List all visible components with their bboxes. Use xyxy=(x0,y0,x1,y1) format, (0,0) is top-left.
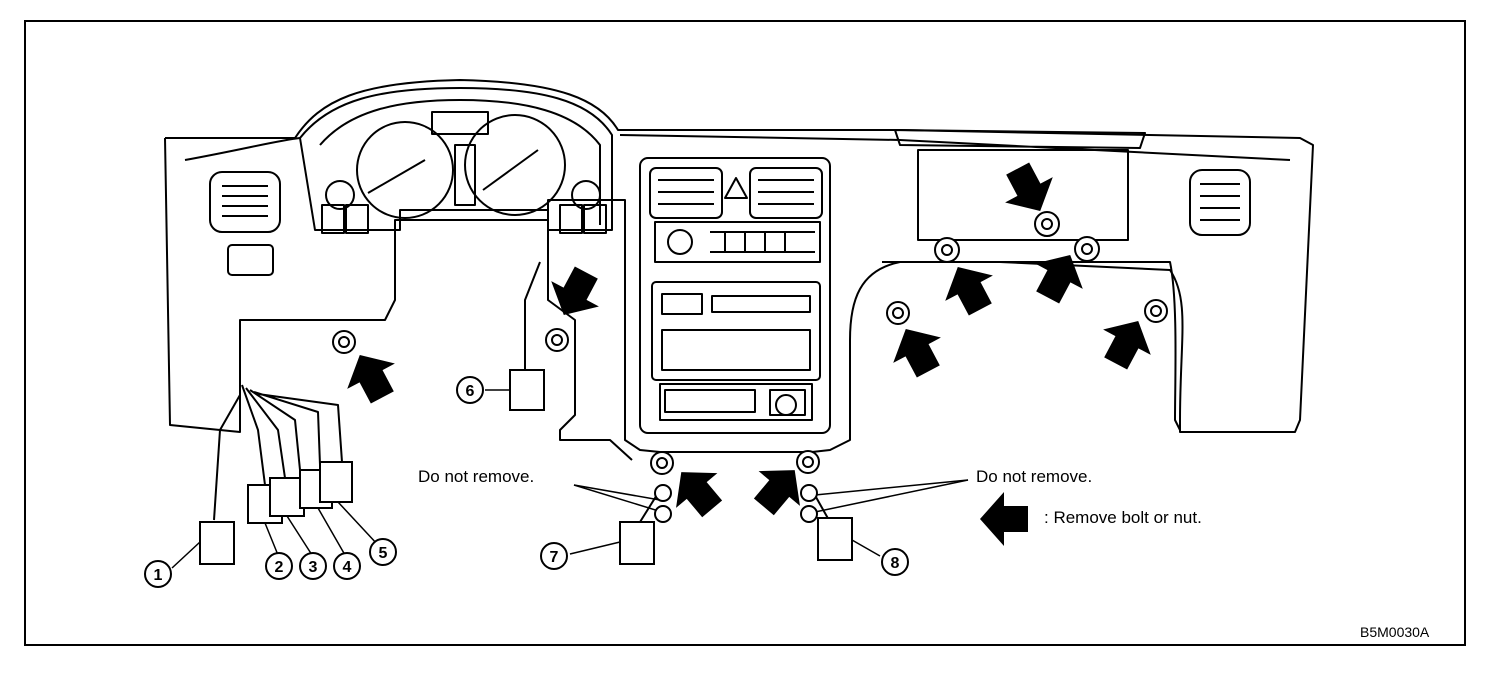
callout-6-number: 6 xyxy=(466,383,475,400)
callout-2-number: 2 xyxy=(275,559,284,576)
bolt-nut-icon xyxy=(886,301,910,325)
legend-arrow-icon xyxy=(980,492,1028,546)
callout-1-number: 1 xyxy=(154,567,163,584)
callout-4-number: 4 xyxy=(343,559,352,576)
figure-code: B5M0030A xyxy=(1360,624,1430,640)
connector-5 xyxy=(319,461,353,503)
callout-8-number: 8 xyxy=(891,555,900,572)
diagram-frame xyxy=(24,20,1466,646)
callout-5-number: 5 xyxy=(379,545,388,562)
left-air-vent xyxy=(209,171,281,233)
bolt-nut-icon xyxy=(1034,211,1060,237)
callout-7-number: 7 xyxy=(550,549,559,566)
glovebox-upper xyxy=(917,149,1129,241)
wire-harness xyxy=(213,384,343,521)
speedometer-gauge xyxy=(356,121,454,219)
connector-8 xyxy=(817,517,853,561)
bolt-nut-icon xyxy=(650,451,674,475)
callout-7 xyxy=(540,542,568,570)
connector-3 xyxy=(269,477,305,517)
connector-6 xyxy=(509,369,545,411)
audio-unit xyxy=(651,281,821,381)
callout-2 xyxy=(265,552,293,580)
bolt-nut-icon xyxy=(332,330,356,354)
gauge-cluster-hood xyxy=(299,87,613,231)
callout-3 xyxy=(299,552,327,580)
bolt-nut-icon xyxy=(1074,236,1100,262)
do-not-remove-label-right: Do not remove. xyxy=(976,467,1093,486)
glovebox-panel xyxy=(882,261,1181,431)
remove-arrow-icon xyxy=(539,259,611,328)
callout-1 xyxy=(144,560,172,588)
remove-arrow-icon xyxy=(933,254,1005,323)
fixed-bolt-icon xyxy=(654,484,672,523)
tachometer-gauge xyxy=(464,114,566,216)
center-stack xyxy=(639,157,831,434)
do-not-remove-label-left: Do not remove. xyxy=(418,467,535,486)
callout-6 xyxy=(456,376,484,404)
gauge-cluster-bezel xyxy=(319,99,601,225)
callout-3-number: 3 xyxy=(309,559,318,576)
bolt-nut-icon xyxy=(1144,299,1168,323)
fixed-bolt-icon xyxy=(800,484,818,523)
climate-control-panel xyxy=(654,221,821,263)
connector-7 xyxy=(619,521,655,565)
callout-4 xyxy=(333,552,361,580)
dashboard-top-edge xyxy=(184,129,1291,161)
remove-arrow-icon xyxy=(881,316,953,385)
bolt-nut-icon xyxy=(934,237,960,263)
bolt-nut-icon xyxy=(796,450,820,474)
callout-5 xyxy=(369,538,397,566)
bolt-nut-icon xyxy=(545,328,569,352)
legend-text: : Remove bolt or nut. xyxy=(1044,508,1202,527)
dashboard-outline xyxy=(164,79,1314,461)
right-air-vent xyxy=(1189,169,1251,236)
callout-8 xyxy=(881,548,909,576)
connector-1 xyxy=(199,521,235,565)
